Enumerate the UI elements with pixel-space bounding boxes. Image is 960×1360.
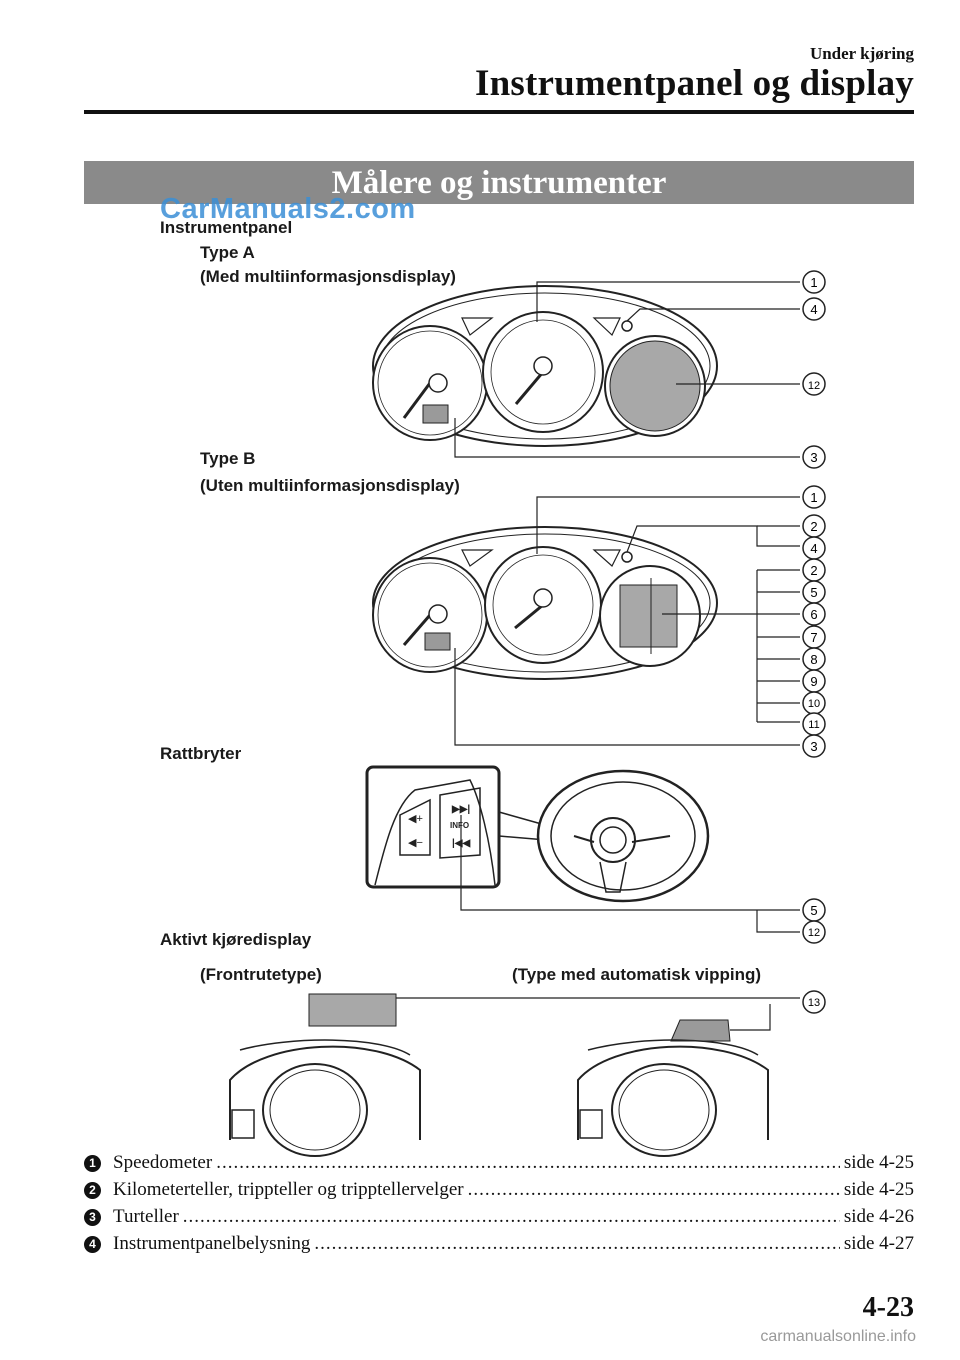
type-a-label: Type A <box>200 243 255 262</box>
item-text: Kilometerteller, trippteller og tripptel… <box>113 1179 464 1200</box>
type-b-cluster <box>372 526 718 680</box>
watermark: CarManuals2.com <box>160 193 416 225</box>
svg-text:8: 8 <box>810 652 817 667</box>
callout-3-type-b: 3 <box>802 734 826 758</box>
callout-5-type-b: 5 <box>802 580 826 604</box>
callout-1-type-b: 1 <box>802 485 826 509</box>
svg-text:◀+: ◀+ <box>408 813 423 825</box>
callout-6-type-b: 6 <box>802 602 826 626</box>
auto-tilt-type-label: (Type med automatisk vipping) <box>512 965 762 984</box>
type-b-label: Type B <box>200 449 256 468</box>
steering-switch-detail: ▶▶| INFO |◀◀ ◀+ ◀− <box>365 765 710 903</box>
page-number: 4-23 <box>862 1292 914 1323</box>
item-number: 2 <box>84 1181 101 1199</box>
section-banner <box>84 161 914 204</box>
callout-7-type-b: 7 <box>802 625 826 649</box>
callout-1-type-a: 1 <box>802 270 826 294</box>
item-number: 4 <box>84 1235 101 1253</box>
header-rule <box>84 110 914 114</box>
svg-text:4: 4 <box>810 541 817 556</box>
leader-dots <box>468 1179 840 1201</box>
svg-text:3: 3 <box>810 739 817 754</box>
list-item: 1 Speedometer side 4-25 <box>84 1150 914 1176</box>
callout-12-type-a: 12 <box>802 372 826 396</box>
item-page-ref: side 4-27 <box>843 1233 914 1254</box>
callout-4-type-a: 4 <box>802 297 826 321</box>
svg-text:12: 12 <box>808 380 820 392</box>
type-b-sub: (Uten multiinformasjonsdisplay) <box>200 476 460 495</box>
svg-text:2: 2 <box>810 519 817 534</box>
svg-text:6: 6 <box>810 607 817 622</box>
item-number: 1 <box>84 1154 101 1172</box>
list-item: 4 Instrumentpanelbelysning side 4-27 <box>84 1231 914 1257</box>
svg-text:5: 5 <box>810 903 817 918</box>
svg-text:10: 10 <box>808 698 820 710</box>
page-title: Instrumentpanel og display <box>474 63 914 104</box>
callout-10-type-b: 10 <box>802 691 826 715</box>
svg-text:◀−: ◀− <box>408 837 423 849</box>
item-page-ref: side 4-25 <box>843 1179 914 1200</box>
item-text: Turteller <box>113 1206 179 1227</box>
svg-text:12: 12 <box>808 927 820 939</box>
type-a-cluster <box>372 285 718 447</box>
callout-5-steering: 5 <box>802 898 826 922</box>
active-display-label: Aktivt kjøredisplay <box>160 930 312 949</box>
item-text: Speedometer <box>113 1152 213 1173</box>
svg-text:2: 2 <box>810 563 817 578</box>
callout-9-type-b: 9 <box>802 669 826 693</box>
list-item: 2 Kilometerteller, trippteller og trippt… <box>84 1177 914 1203</box>
leader-dots <box>216 1152 840 1174</box>
callout-2-type-b: 2 <box>802 514 826 538</box>
footer-link[interactable]: carmanualsonline.info <box>760 1328 916 1345</box>
active-display-figure <box>229 993 769 1157</box>
leader-dots <box>183 1206 840 1228</box>
callout-11-type-b: 11 <box>802 712 826 736</box>
svg-text:▶▶|: ▶▶| <box>451 804 470 815</box>
item-number: 3 <box>84 1208 101 1226</box>
windshield-type-label: (Frontrutetype) <box>200 965 322 984</box>
steering-switch-label: Rattbryter <box>160 744 242 763</box>
svg-text:13: 13 <box>808 997 820 1009</box>
item-page-ref: side 4-26 <box>843 1206 914 1227</box>
callout-3-type-a: 3 <box>802 445 826 469</box>
callout-4-type-b: 4 <box>802 536 826 560</box>
svg-text:3: 3 <box>810 450 817 465</box>
svg-text:11: 11 <box>808 719 819 731</box>
callout-12-steering: 12 <box>802 920 826 944</box>
item-list: 1 Speedometer side 4-25 2 Kilometertelle… <box>84 1150 914 1270</box>
callout-8-type-b: 8 <box>802 647 826 671</box>
svg-text:1: 1 <box>810 490 817 505</box>
svg-text:7: 7 <box>810 630 817 645</box>
svg-text:9: 9 <box>810 674 817 689</box>
list-item: 3 Turteller side 4-26 <box>84 1204 914 1230</box>
section-title: Målere og instrumenter <box>331 165 667 201</box>
instrument-panel-label: Instrumentpanel <box>160 218 293 237</box>
instrument-figure: ▶▶| INFO |◀◀ ◀+ ◀− <box>229 270 826 1157</box>
callout-13-active-display: 13 <box>802 990 826 1014</box>
info-button-label: INFO <box>450 821 469 830</box>
callout-2b-type-b: 2 <box>802 558 826 582</box>
svg-text:5: 5 <box>810 585 817 600</box>
svg-text:1: 1 <box>810 275 817 290</box>
item-page-ref: side 4-25 <box>843 1152 914 1173</box>
item-text: Instrumentpanelbelysning <box>113 1233 311 1254</box>
type-a-sub: (Med multiinformasjonsdisplay) <box>200 267 456 286</box>
leader-dots <box>314 1233 839 1255</box>
svg-text:4: 4 <box>810 302 817 317</box>
chapter-title: Under kjøring <box>809 44 914 63</box>
